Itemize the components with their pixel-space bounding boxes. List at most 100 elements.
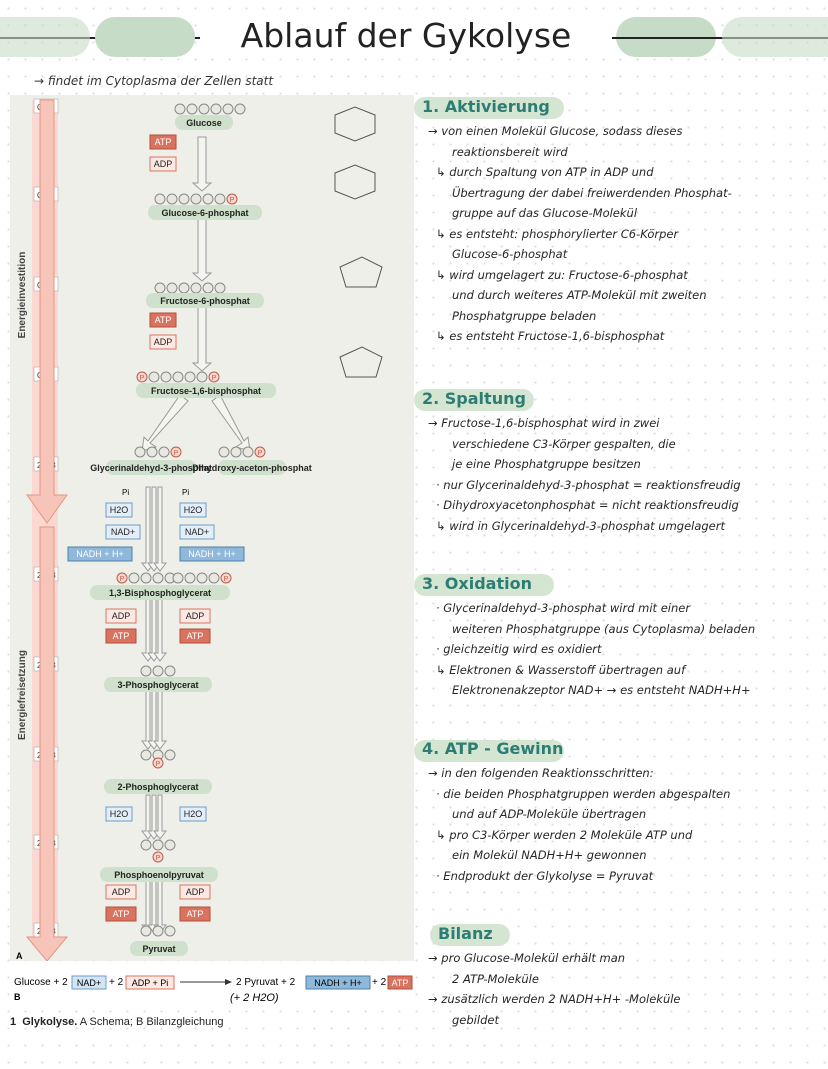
molecule-name-f6p: Fructose-6-phosphat — [160, 296, 250, 306]
note-line: → zusätzlich werden 2 NADH+H+ -Moleküle — [428, 992, 681, 1006]
molecule-name-glucose: Glucose — [186, 118, 222, 128]
eq-nad: NAD+ — [77, 978, 101, 988]
note-line: ↳ es entsteht Fructose-1,6-bisphosphat — [436, 329, 665, 343]
eq-plus2: + 2 — [109, 977, 124, 988]
carbon-atom — [128, 572, 140, 584]
note-line: und auf ADP-Moleküle übertragen — [452, 807, 647, 821]
phosphate-group — [208, 371, 220, 383]
note-line: · Dihydroxyacetonphosphat = nicht reakti… — [436, 498, 739, 512]
cofactor-label-adp: ADP — [154, 337, 173, 347]
note-line: Glucose-6-phosphat — [452, 247, 568, 261]
carbon-atom — [154, 193, 166, 205]
note-line: · Endprodukt der Glykolyse = Pyruvat — [436, 868, 654, 883]
cofactor-label-adp: ADP — [186, 611, 205, 621]
carbon-atom — [152, 572, 164, 584]
note-line: → Fructose-1,6-bisphosphat wird in zwei — [428, 416, 660, 430]
cofactor-atp — [105, 628, 137, 644]
phosphate-label: P — [212, 375, 217, 382]
balance-equation: Glucose + 2 NAD+ + 2 ADP + Pi 2 Pyruvat … — [10, 968, 414, 1004]
phosphate-group — [116, 572, 128, 584]
header-rule-right — [612, 37, 828, 39]
phosphate-group — [152, 851, 164, 863]
phosphate-group — [220, 572, 232, 584]
cofactor-nadh — [67, 546, 133, 562]
carbon-atom — [140, 572, 152, 584]
molecule-pill — [136, 383, 276, 398]
cofactor-label-h2o: H2O — [110, 809, 129, 819]
section-highlight — [430, 924, 510, 946]
investment-phase-arrow — [26, 99, 68, 524]
phosphate-label: P — [140, 375, 145, 382]
step-arrow — [191, 304, 213, 372]
carbon-atom — [178, 282, 190, 294]
cofactor-label-atp: ATP — [113, 631, 130, 641]
note-line: Phosphatgruppe beladen — [452, 308, 597, 323]
carbon-atom — [164, 839, 176, 851]
pi-label: Pi — [122, 488, 129, 497]
note-line: gebildet — [452, 1012, 499, 1027]
carbon-atom — [202, 282, 214, 294]
eq-glucose: Glucose + 2 — [14, 977, 68, 988]
molecule-pill — [148, 205, 262, 220]
cofactor-h2o — [179, 806, 207, 822]
cofactor-adp — [105, 884, 137, 900]
section-title: 4. ATP - Gewinn — [422, 739, 564, 758]
phosphate-label: P — [156, 855, 161, 862]
cofactor-h2o — [105, 502, 133, 518]
cofactor-atp — [179, 628, 211, 644]
release-phase-arrow — [25, 526, 69, 962]
figure-label-b: B — [14, 992, 21, 1002]
note-line: je eine Phosphatgruppe besitzen — [452, 457, 641, 471]
note-line: weiteren Phosphatgruppe (aus Cytoplasma)… — [452, 621, 756, 636]
carbon-atom — [218, 446, 230, 458]
carbon-atom — [160, 371, 172, 383]
note-line: ↳ durch Spaltung von ATP in ADP und — [436, 165, 654, 179]
carbon-atom — [208, 572, 220, 584]
cofactor-label-atp: ATP — [113, 909, 130, 919]
note-line: ↳ wird umgelagert zu: Fructose-6-phospha… — [436, 267, 688, 282]
carbon-atom — [164, 665, 176, 677]
carbon-atom — [152, 839, 164, 851]
cofactor-label-nad: NAD+ — [185, 527, 209, 537]
figure-label-a: A — [16, 951, 23, 961]
carbon-atom — [198, 103, 210, 115]
note-line: → von einen Molekül Glucose, sodass dies… — [428, 124, 683, 138]
carbon-atom — [172, 572, 184, 584]
cofactor-label-h2o: H2O — [184, 505, 203, 515]
carbon-atom — [152, 925, 164, 937]
note-line: verschiedene C3-Körper gespalten, die — [452, 436, 676, 451]
molecule-name-gap: Glycerinaldehyd-3-phosphat — [90, 463, 212, 473]
carbon-atom — [234, 103, 246, 115]
phosphate-group — [136, 371, 148, 383]
note-line: · nur Glycerinaldehyd-3-phosphat = reakt… — [436, 477, 741, 492]
cofactor-label-adp: ADP — [186, 887, 205, 897]
structural-formulas — [334, 106, 383, 378]
carbon-atom — [140, 925, 152, 937]
cofactor-label-adp: ADP — [112, 611, 131, 621]
note-line: und durch weiteres ATP-Molekül mit zweit… — [452, 288, 707, 302]
note-line: ↳ Elektronen & Wasserstoff übertragen au… — [436, 662, 686, 677]
molecule-name-pep: Phosphoenolpyruvat — [114, 870, 204, 880]
note-line: gruppe auf das Glucose-Molekül — [452, 206, 638, 220]
note-line: Elektronenakzeptor NAD+ → es entsteht NA… — [452, 683, 751, 697]
note-line: → pro Glucose-Molekül erhält man — [428, 951, 626, 965]
caption-text: A Schema; B Bilanzgleichung — [79, 1016, 224, 1028]
cofactor-label-adp: ADP — [112, 887, 131, 897]
note-line: · die beiden Phosphatgruppen werden abge… — [436, 786, 731, 801]
carbon-atom — [152, 665, 164, 677]
cofactor-atp — [105, 906, 137, 922]
step-arrow — [191, 136, 213, 192]
note-line: ein Molekül NADH+H+ gewonnen — [452, 848, 647, 862]
cofactor-adp — [149, 334, 177, 350]
note-line: Übertragung der dabei freiwerdenden Phos… — [452, 185, 732, 200]
molecule-name-bpg: 1,3-Bisphosphoglycerat — [109, 588, 211, 598]
molecule-pill — [106, 460, 196, 475]
carbon-atom — [210, 103, 222, 115]
carbon-atom — [214, 193, 226, 205]
carbon-atom — [214, 282, 226, 294]
split-arrow-right — [211, 394, 251, 452]
carbon-atom — [222, 103, 234, 115]
cofactor-h2o — [179, 502, 207, 518]
molecule-pill — [104, 779, 212, 794]
